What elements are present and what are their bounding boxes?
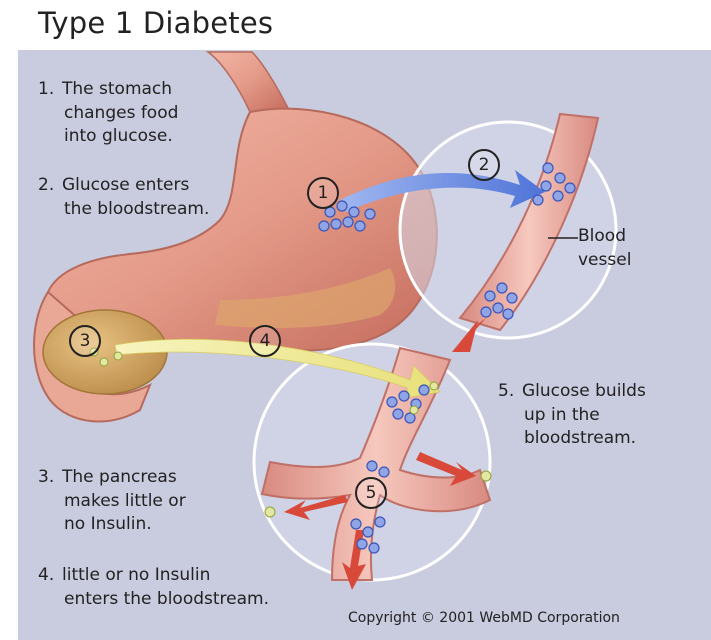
blood-vessel-label: Blood vessel xyxy=(578,224,631,272)
copyright-notice: Copyright © 2001 WebMD Corporation xyxy=(348,610,620,626)
